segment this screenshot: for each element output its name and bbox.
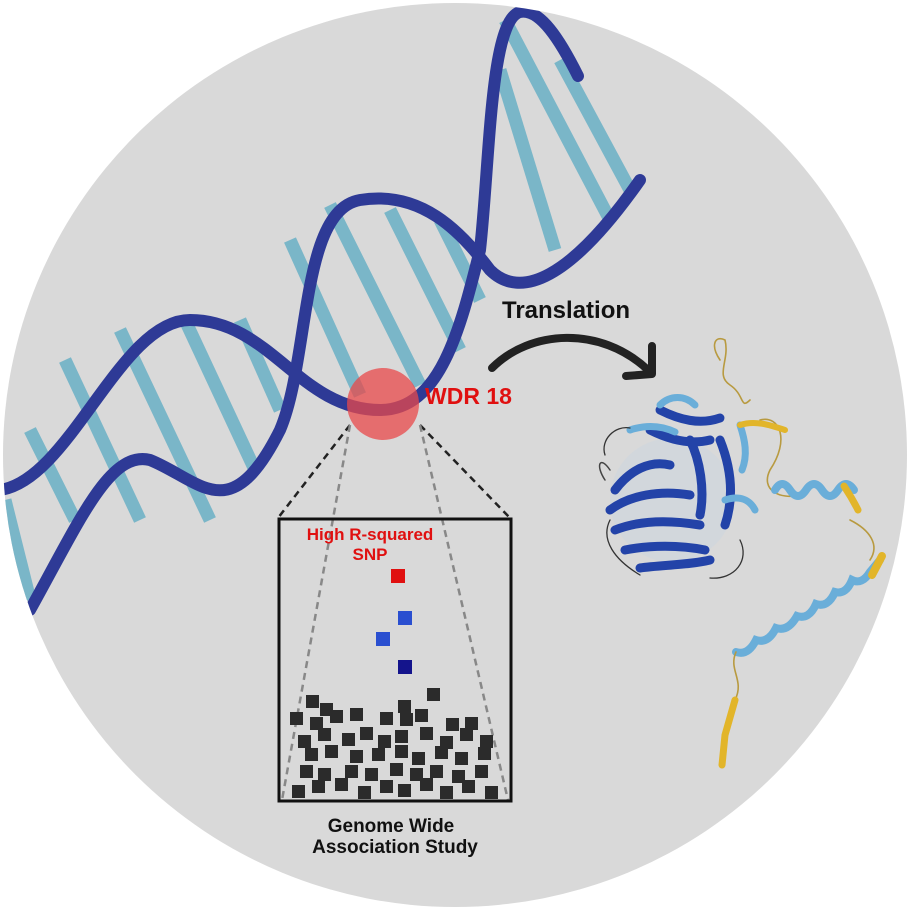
gwas-point [410, 768, 423, 781]
arrow-icon [488, 333, 656, 380]
snp-point-red [391, 569, 405, 583]
gwas-point [325, 745, 338, 758]
gwas-point [335, 778, 348, 791]
gwas-point [360, 727, 373, 740]
gwas-point [342, 733, 355, 746]
gwas-point [292, 785, 305, 798]
gwas-point [350, 708, 363, 721]
zoom-lines [277, 424, 511, 801]
snp-label-line1: High R-squared [307, 525, 434, 544]
gwas-point [330, 710, 343, 723]
gene-highlight [347, 368, 419, 440]
gwas-point [345, 765, 358, 778]
gwas-point [290, 712, 303, 725]
gwas-label-line1: Genome Wide [328, 816, 455, 837]
gwas-point [390, 763, 403, 776]
gwas-point [318, 728, 331, 741]
gwas-point [415, 709, 428, 722]
gwas-point [398, 784, 411, 797]
gwas-point [320, 703, 333, 716]
snp-label-line2: SNP [353, 545, 388, 564]
gwas-point [462, 780, 475, 793]
protein-structure [598, 338, 886, 769]
gwas-point [318, 768, 331, 781]
background-circle [3, 3, 907, 907]
snp-point-navy [398, 660, 412, 674]
gwas-point [398, 700, 411, 713]
gwas-point [465, 717, 478, 730]
gwas-point [358, 786, 371, 799]
gwas-point [420, 778, 433, 791]
gwas-point [475, 765, 488, 778]
gwas-point [430, 765, 443, 778]
gwas-point [446, 718, 459, 731]
gwas-point [427, 688, 440, 701]
gwas-point [310, 717, 323, 730]
gwas-point [400, 713, 413, 726]
gwas-point [452, 770, 465, 783]
gwas-point [435, 746, 448, 759]
gwas-point [312, 780, 325, 793]
gwas-point [485, 786, 498, 799]
gwas-point [395, 730, 408, 743]
gwas-point [455, 752, 468, 765]
translation-label: Translation [502, 297, 630, 324]
gwas-point [412, 752, 425, 765]
gwas-point [480, 735, 493, 748]
gwas-points [290, 688, 498, 799]
gwas-point [440, 786, 453, 799]
gwas-point [306, 695, 319, 708]
snp-point-blue [398, 611, 412, 625]
gwas-point [380, 780, 393, 793]
gwas-point [378, 735, 391, 748]
gwas-label-line2: Association Study [312, 837, 478, 858]
gene-label: WDR 18 [425, 383, 512, 409]
gwas-point [372, 748, 385, 761]
gwas-box [277, 517, 513, 803]
gwas-point [420, 727, 433, 740]
gwas-point [440, 736, 453, 749]
gwas-point [350, 750, 363, 763]
gwas-point [395, 745, 408, 758]
dna-helix [3, 5, 646, 616]
gwas-point [365, 768, 378, 781]
gwas-point [478, 747, 491, 760]
snp-point-blue [376, 632, 390, 646]
gwas-point [460, 728, 473, 741]
gwas-point [300, 765, 313, 778]
gwas-point [305, 748, 318, 761]
gwas-point [298, 735, 311, 748]
gwas-point [380, 712, 393, 725]
